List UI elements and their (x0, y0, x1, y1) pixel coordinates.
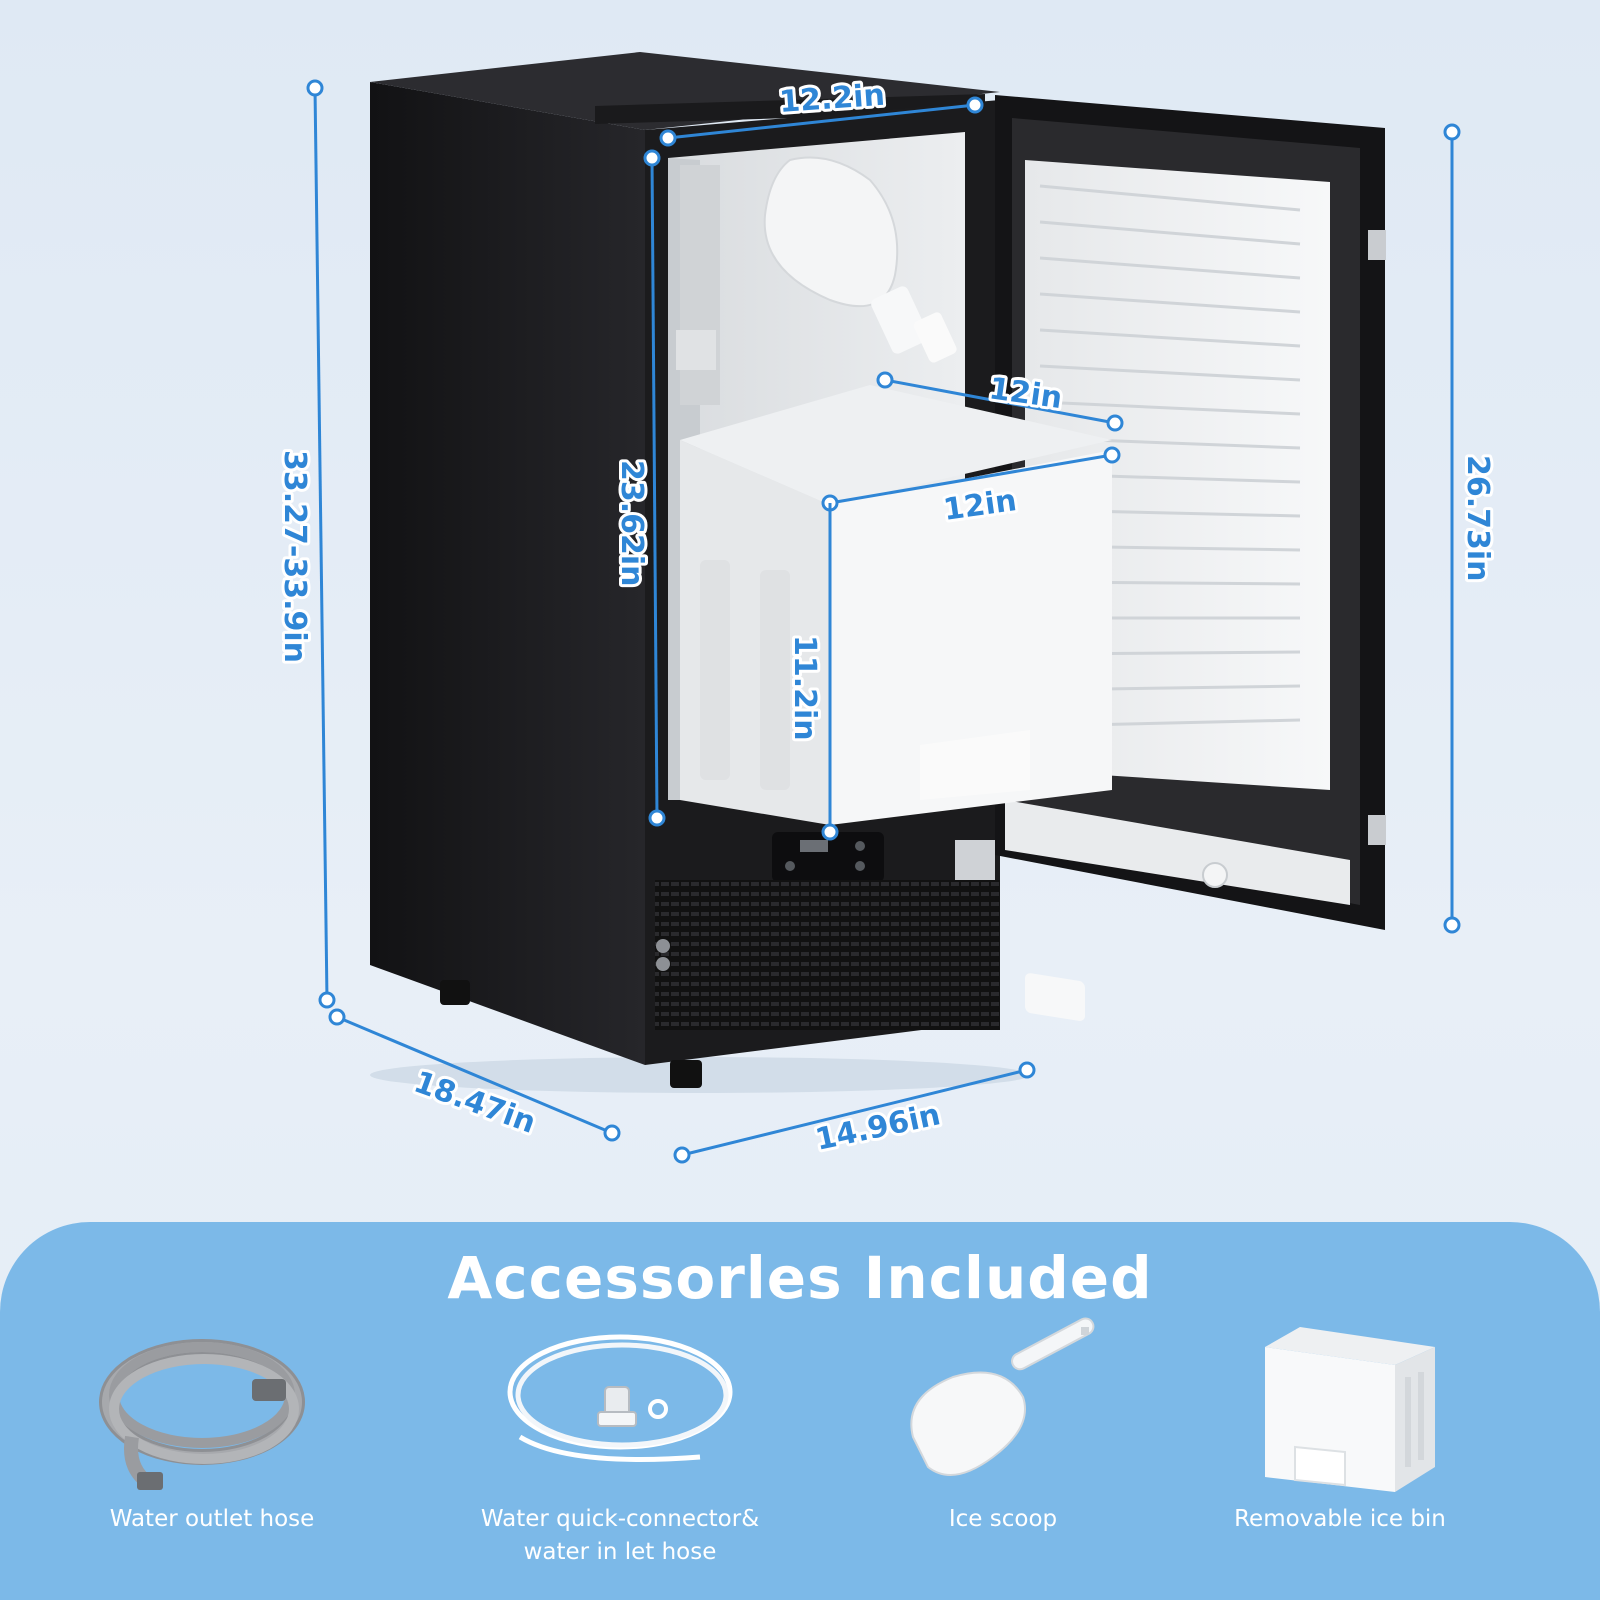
dim-door-height-label: 26.73in (1460, 455, 1495, 582)
accessory-label-line1: Water quick-connector& (480, 1506, 760, 1532)
stored-ice-scoop-icon (763, 156, 957, 363)
dimension-height-total: 33.27-33.9in (274, 79, 336, 1009)
accessory-label: Water outlet hose (109, 1506, 315, 1532)
ice-bin-icon (1265, 1327, 1435, 1492)
accessory-label: Ice scoop (948, 1506, 1058, 1532)
accessories-panel: Accessorles Included Water outlet hose (0, 1222, 1600, 1600)
dimension-top-width: 12.2in (659, 75, 984, 147)
dim-interior-height-label: 23.62in (614, 460, 649, 587)
accessory-ice-bin: Removable ice bin (1175, 1317, 1505, 1536)
dim-bin-height-label: 11.2in (787, 635, 822, 741)
accessory-water-inlet-hose: Water quick-connector& water in let hose (455, 1317, 785, 1569)
ice-maker-illustration: 33.27-33.9in 23.62in 26.73in 12.2in 12in… (274, 52, 1498, 1164)
dimension-bin-height: 11.2in (784, 503, 839, 841)
accessories-title: Accessorles Included (447, 1244, 1153, 1312)
dimension-door-height: 26.73in (1443, 123, 1498, 934)
dim-height-total-label: 33.27-33.9in (277, 450, 312, 663)
accessory-label: Water quick-connector& water in let hose (455, 1503, 785, 1569)
control-panel (772, 832, 884, 882)
coiled-drain-hose-icon (99, 1339, 305, 1490)
accessory-label: Removable ice bin (1234, 1506, 1446, 1532)
accessory-label-line2: water in let hose (523, 1539, 717, 1565)
water-inlet-tube-icon (507, 1334, 733, 1462)
ice-scoop-icon (910, 1317, 1095, 1476)
dim-top-width-label: 12.2in (778, 78, 886, 120)
dimension-interior-height: 23.62in (611, 149, 666, 827)
vent-grille (655, 880, 1000, 1030)
accessory-ice-scoop: Ice scoop (838, 1317, 1168, 1536)
accessory-water-outlet-hose: Water outlet hose (47, 1317, 377, 1536)
ice-bin (680, 385, 1112, 825)
